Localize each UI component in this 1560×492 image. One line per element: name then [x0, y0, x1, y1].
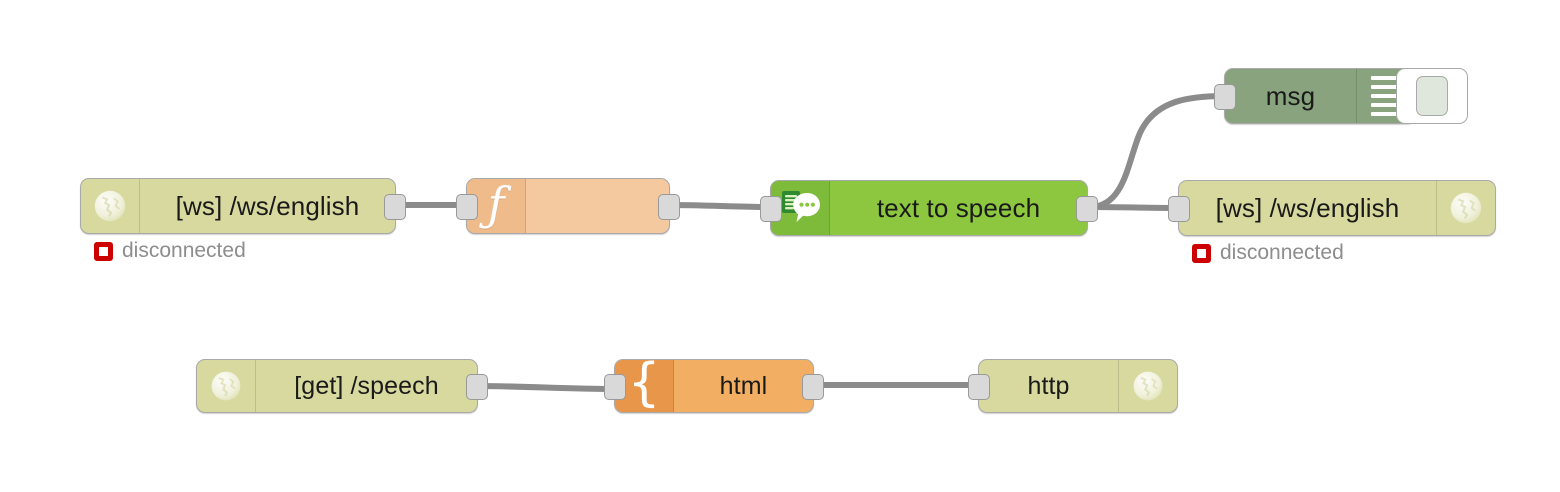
globe-icon: [197, 360, 256, 412]
output-port[interactable]: [466, 374, 488, 400]
status-label: disconnected: [1220, 241, 1344, 264]
input-port[interactable]: [604, 374, 626, 400]
input-port[interactable]: [1214, 84, 1236, 110]
node-label: html: [719, 371, 768, 400]
wire-http-in-to-template: [475, 383, 615, 392]
debug-toggle-indicator: [1416, 76, 1448, 116]
output-port[interactable]: [802, 374, 824, 400]
function-f-icon: ƒ: [467, 179, 526, 233]
node-http-response[interactable]: http: [968, 359, 1178, 413]
globe-icon: [1118, 360, 1177, 412]
node-debug[interactable]: msg: [1214, 68, 1416, 124]
wire-tts-to-ws-out: [1087, 204, 1179, 211]
debug-toggle-button[interactable]: [1396, 68, 1468, 124]
input-port[interactable]: [760, 196, 782, 222]
wire-function-to-tts: [669, 202, 772, 210]
node-label: [get] /speech: [294, 371, 439, 400]
node-label: http: [1027, 371, 1070, 400]
node-label: text to speech: [876, 192, 1041, 223]
node-text-to-speech[interactable]: text to speech: [760, 180, 1098, 236]
input-port[interactable]: [456, 194, 478, 220]
input-port[interactable]: [968, 374, 990, 400]
node-http-in[interactable]: [get] /speech: [196, 359, 488, 413]
node-websocket-in[interactable]: [ws] /ws/english: [80, 178, 406, 234]
status-websocket-out: disconnected: [1192, 241, 1344, 265]
node-label: [ws] /ws/english: [175, 190, 360, 221]
status-error-icon: [1192, 243, 1211, 263]
node-label: msg: [1265, 80, 1316, 111]
node-label: [ws] /ws/english: [1215, 192, 1400, 223]
output-port[interactable]: [658, 194, 680, 220]
globe-icon: [1436, 181, 1495, 235]
node-websocket-out[interactable]: [ws] /ws/english: [1168, 180, 1496, 236]
status-label: disconnected: [122, 239, 246, 262]
globe-icon: [81, 179, 140, 233]
input-port[interactable]: [1168, 196, 1190, 222]
output-port[interactable]: [1076, 196, 1098, 222]
status-websocket-in: disconnected: [94, 239, 246, 263]
status-error-icon: [94, 241, 113, 261]
node-function[interactable]: ƒ: [456, 178, 680, 234]
output-port[interactable]: [384, 194, 406, 220]
node-template[interactable]: { html: [604, 359, 824, 413]
